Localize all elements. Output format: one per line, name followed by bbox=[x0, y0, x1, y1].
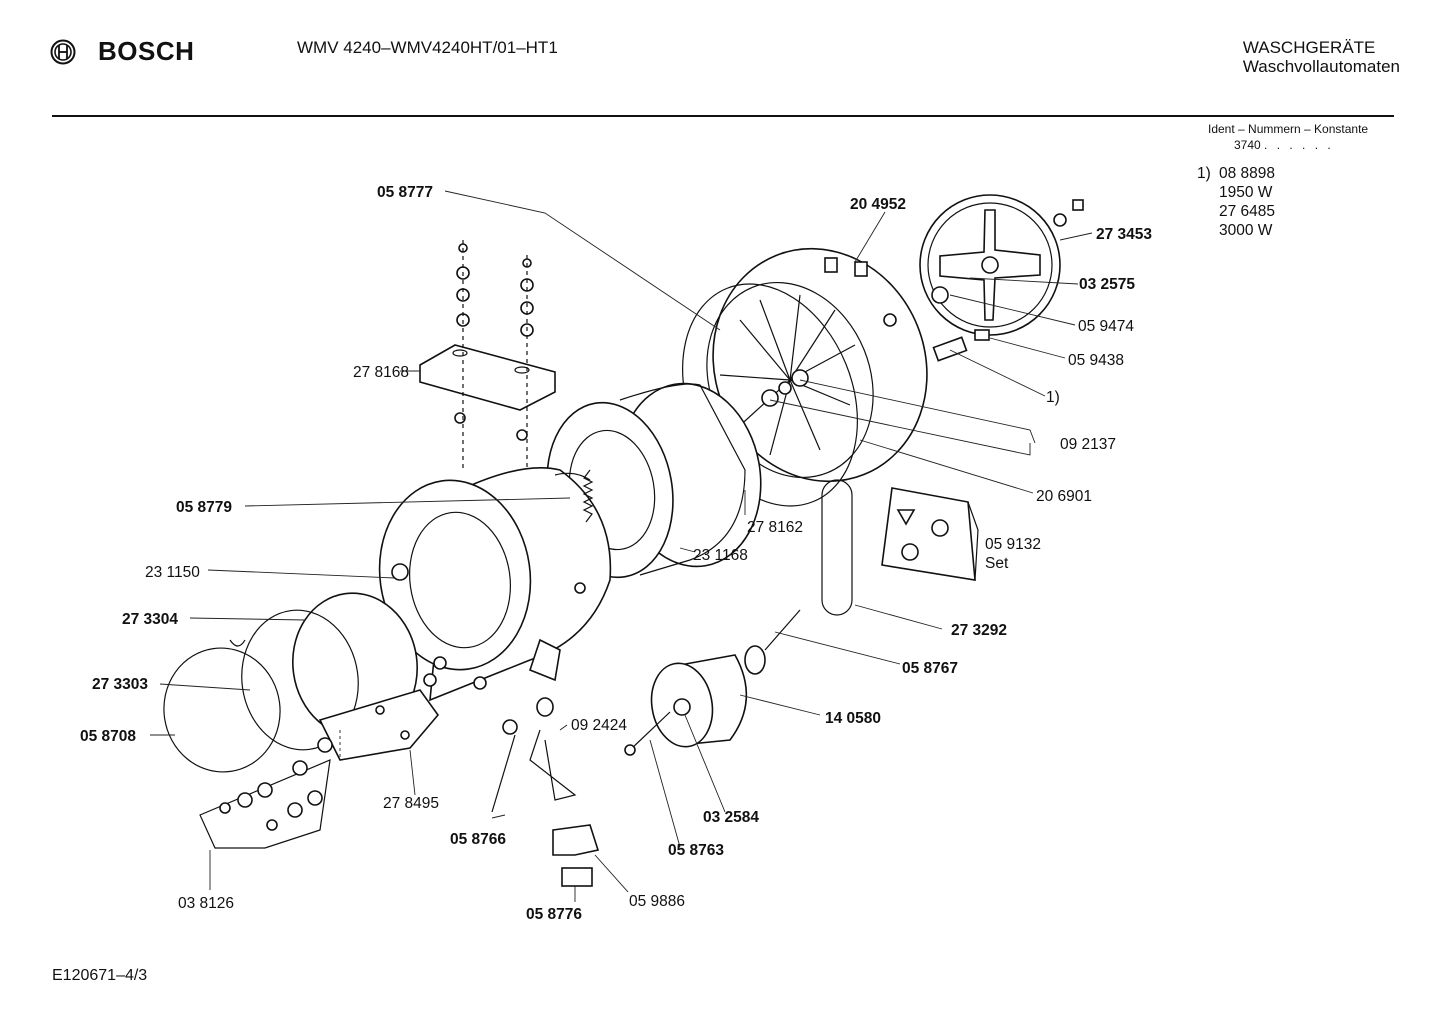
heating-element-part bbox=[932, 329, 990, 362]
ident-title: Ident – Nummern – Konstante bbox=[1208, 122, 1369, 136]
part-label: 05 8779 bbox=[176, 499, 232, 516]
part-label: 20 6901 bbox=[1036, 488, 1092, 505]
front-tub-part bbox=[378, 467, 612, 702]
footnote-line: 27 6485 bbox=[1219, 203, 1276, 220]
part-label: 27 3453 bbox=[1096, 226, 1152, 243]
part-label: 05 9886 bbox=[629, 893, 685, 910]
part-label: 05 8767 bbox=[902, 660, 958, 677]
part-label: 09 2424 bbox=[571, 717, 627, 734]
part-label: 05 9132 bbox=[985, 536, 1041, 553]
part-label: 03 2575 bbox=[1079, 276, 1135, 293]
motor-part bbox=[624, 609, 801, 756]
part-label: 23 1168 bbox=[693, 547, 748, 564]
brand-name: BOSCH bbox=[98, 36, 195, 66]
part-label: 03 8126 bbox=[178, 895, 234, 912]
part-label: 27 8495 bbox=[383, 795, 439, 812]
ident-value: 3740 bbox=[1234, 138, 1261, 152]
header-rule bbox=[52, 115, 1394, 117]
part-label: 05 9438 bbox=[1068, 352, 1124, 369]
part-label: 05 9474 bbox=[1078, 318, 1134, 335]
ident-block: Ident – Nummern – Konstante 3740 . . . .… bbox=[1208, 121, 1368, 153]
part-label: 27 8162 bbox=[747, 519, 803, 536]
part-label: Set bbox=[985, 555, 1009, 572]
bolt-stack-part bbox=[454, 240, 534, 470]
footnote-line: 3000 W bbox=[1219, 222, 1273, 239]
part-label: 27 8168 bbox=[353, 364, 409, 381]
drive-belt-part bbox=[821, 479, 853, 616]
part-label: 05 8766 bbox=[450, 831, 506, 848]
part-label: 05 8776 bbox=[526, 906, 582, 923]
part-label: 05 8708 bbox=[80, 728, 136, 745]
footnote-line: 08 8898 bbox=[1219, 165, 1276, 182]
mounting-plate-part bbox=[318, 689, 440, 761]
document-code: E120671–4/3 bbox=[52, 967, 148, 984]
leader-lines bbox=[150, 190, 1093, 902]
part-label: 14 0580 bbox=[825, 710, 881, 727]
footnote-line: 1950 W bbox=[1219, 184, 1273, 201]
part-label: 23 1150 bbox=[145, 564, 200, 581]
part-label: 1) bbox=[1046, 389, 1060, 406]
fittings-cluster-part bbox=[199, 656, 487, 849]
footnote-block: 1) 08 8898 1950 W 27 6485 3000 W bbox=[1197, 164, 1275, 240]
ident-dots: . . . . . . bbox=[1264, 138, 1334, 152]
part-label: 05 8763 bbox=[668, 842, 724, 859]
capacitor-set-part bbox=[881, 487, 979, 581]
part-label: 09 2137 bbox=[1060, 436, 1116, 453]
counterweight-part bbox=[419, 344, 556, 411]
model-title: WMV 4240–WMV4240HT/01–HT1 bbox=[297, 38, 558, 57]
category: WASCHGERÄTE Waschvollautomaten bbox=[1243, 38, 1400, 76]
heater-cover-part bbox=[919, 194, 1084, 336]
bosch-logo-icon bbox=[50, 39, 76, 64]
spring-part bbox=[582, 469, 594, 523]
part-label: 27 3304 bbox=[122, 611, 178, 628]
footnote-marker: 1) bbox=[1197, 165, 1211, 182]
part-labels: 05 8777 20 4952 27 3453 03 2575 05 9474 … bbox=[80, 184, 1152, 923]
small-parts bbox=[491, 697, 600, 887]
part-label: 03 2584 bbox=[703, 809, 759, 826]
part-label: 27 3292 bbox=[951, 622, 1007, 639]
brand-header: BOSCH bbox=[50, 36, 194, 67]
part-label: 27 3303 bbox=[92, 676, 148, 693]
category-line-1: WASCHGERÄTE bbox=[1242, 38, 1376, 57]
category-line-2: Waschvollautomaten bbox=[1242, 57, 1400, 76]
part-label: 20 4952 bbox=[850, 196, 906, 213]
part-label: 05 8777 bbox=[377, 184, 433, 201]
drum-part bbox=[546, 382, 762, 579]
